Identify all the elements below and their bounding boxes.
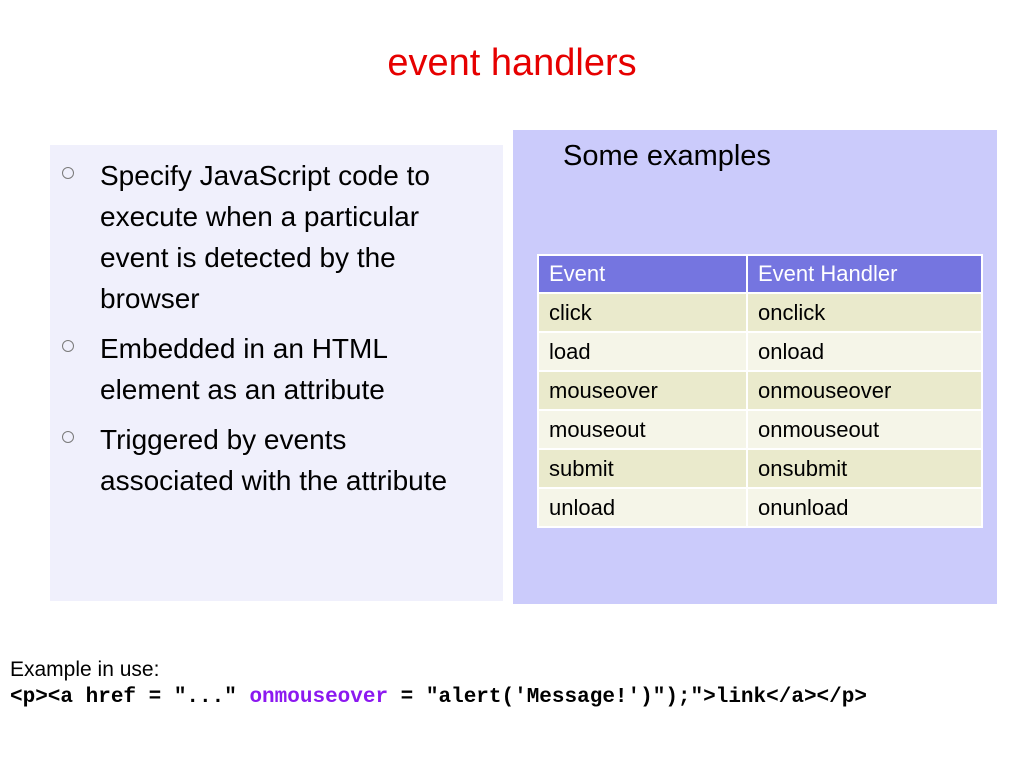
bullet-circle-icon: [62, 431, 74, 443]
table-cell-event: submit: [537, 448, 748, 489]
events-table: Event Event Handler click onclick load o…: [537, 254, 983, 528]
table-header-row: Event Event Handler: [537, 254, 983, 294]
table-cell-handler: onclick: [746, 292, 983, 333]
bullet-item: Triggered by events associated with the …: [50, 419, 503, 501]
table-cell-handler: onload: [746, 331, 983, 372]
code-before: <p><a href = "...": [10, 686, 250, 709]
bullet-text: Specify JavaScript code to execute when …: [100, 160, 430, 314]
table-cell-handler: onmouseout: [746, 409, 983, 450]
bullet-circle-icon: [62, 340, 74, 352]
examples-heading: Some examples: [563, 140, 771, 172]
table-row: unload onunload: [537, 487, 983, 528]
example-label: Example in use:: [10, 658, 160, 681]
table-cell-event: click: [537, 292, 748, 333]
bullet-text: Triggered by events associated with the …: [100, 424, 448, 496]
table-row: mouseout onmouseout: [537, 409, 983, 450]
column-header-event: Event: [537, 254, 748, 294]
bullet-text: Embedded in an HTML element as an attrib…: [100, 333, 387, 405]
bullet-circle-icon: [62, 167, 74, 179]
code-highlight: onmouseover: [249, 686, 389, 709]
left-panel: Specify JavaScript code to execute when …: [50, 145, 503, 601]
column-header-event-handler: Event Handler: [746, 254, 983, 294]
bullet-list: Specify JavaScript code to execute when …: [50, 155, 503, 510]
table-row: click onclick: [537, 292, 983, 333]
table-cell-event: mouseover: [537, 370, 748, 411]
table-row: mouseover onmouseover: [537, 370, 983, 411]
bullet-item: Specify JavaScript code to execute when …: [50, 155, 503, 319]
slide-title: event handlers: [387, 42, 637, 84]
code-example: <p><a href = "..." onmouseover = "alert(…: [10, 686, 867, 709]
table-cell-handler: onunload: [746, 487, 983, 528]
right-panel: Some examples Event Event Handler click …: [513, 130, 997, 604]
table-cell-event: load: [537, 331, 748, 372]
table-cell-event: unload: [537, 487, 748, 528]
bullet-item: Embedded in an HTML element as an attrib…: [50, 328, 503, 410]
table-row: load onload: [537, 331, 983, 372]
table-row: submit onsubmit: [537, 448, 983, 489]
table-cell-event: mouseout: [537, 409, 748, 450]
code-after: = "alert('Message!')");">link</a></p>: [388, 686, 867, 709]
table-cell-handler: onsubmit: [746, 448, 983, 489]
table-cell-handler: onmouseover: [746, 370, 983, 411]
